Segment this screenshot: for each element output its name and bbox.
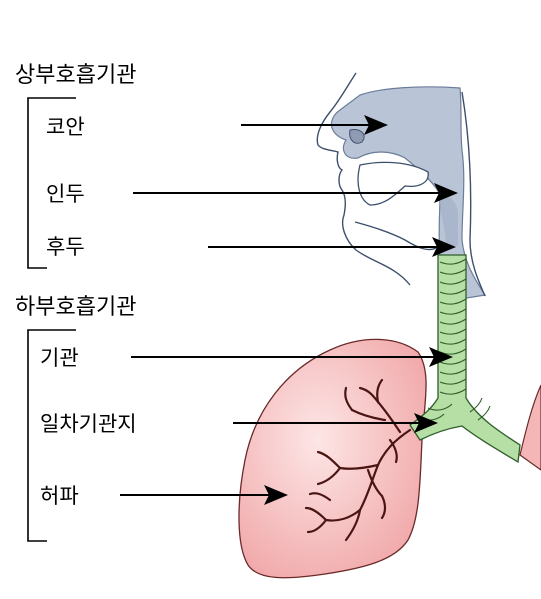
arrow-nasal-cavity <box>241 115 388 135</box>
lower-group-bracket <box>27 329 76 542</box>
arrow-trachea <box>131 347 453 367</box>
larynx-label: 후두 <box>46 235 85 259</box>
arrow-pharynx <box>133 183 458 203</box>
upper-group-bracket <box>27 97 76 269</box>
lungs-label: 허파 <box>40 484 79 508</box>
face-profile <box>316 72 411 286</box>
neck-back <box>461 91 486 297</box>
primary-bronchi-label: 일차기관지 <box>40 412 137 436</box>
right-lung-edge <box>519 384 541 471</box>
pharynx-label: 인두 <box>46 182 85 206</box>
arrow-lungs <box>120 485 288 505</box>
upper-respiratory-group-title: 상부호흡기관 <box>15 63 136 88</box>
palate <box>357 161 429 206</box>
nasal-cavity-label: 코안 <box>46 115 85 139</box>
arrow-primary-bronchi <box>233 413 438 433</box>
left-lung <box>238 338 427 579</box>
bronchiole-tree <box>304 378 412 542</box>
arrow-larynx <box>208 237 456 257</box>
trachea-label: 기관 <box>40 346 79 370</box>
jaw-line <box>354 221 437 251</box>
lower-respiratory-group-title: 하부호흡기관 <box>15 295 136 320</box>
trachea-bronchi <box>409 254 521 464</box>
pharynx-channel <box>440 192 458 248</box>
nasal-concha <box>349 129 365 144</box>
